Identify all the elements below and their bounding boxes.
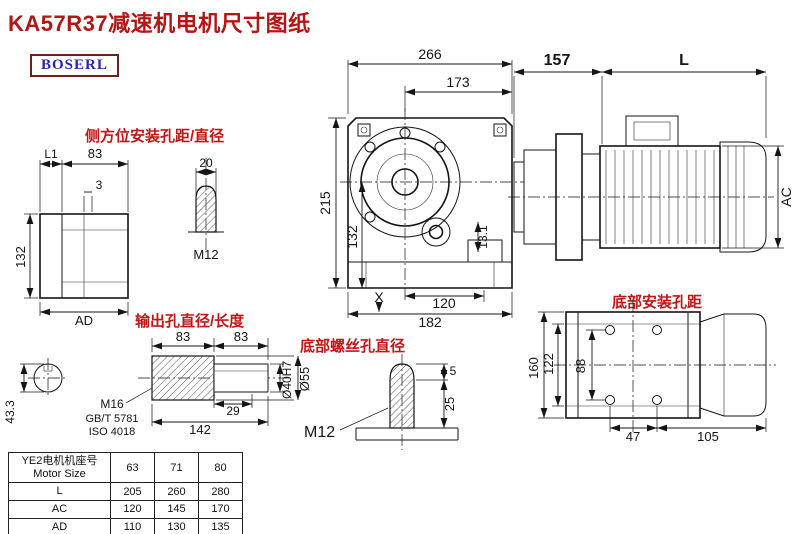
- dim-dia40h7: Ø40H7: [280, 361, 294, 399]
- dim-20: 20: [199, 156, 213, 170]
- dim-266: 266: [418, 46, 442, 62]
- page-title: KA57R37减速机电机尺寸图纸: [8, 11, 311, 36]
- table-row-L: L 205 260 280: [8, 482, 243, 501]
- dim-132-side: 132: [13, 246, 28, 268]
- dim-142: 142: [189, 422, 211, 437]
- label-gbt-5781: GB/T 5781: [86, 413, 139, 425]
- cell-L-63: 205: [110, 482, 155, 501]
- dim-160: 160: [526, 357, 541, 379]
- dim-157: 157: [544, 52, 571, 69]
- bottom-screw-label: 底部螺丝孔直径: [300, 337, 405, 355]
- label-m12-bottom: M12: [304, 424, 335, 441]
- row-label-L: L: [8, 482, 111, 501]
- row-label-AD: AD: [8, 517, 111, 534]
- dim-182: 182: [418, 314, 442, 330]
- cell-AD-63: 110: [110, 517, 155, 534]
- row-label-AC: AC: [8, 499, 111, 519]
- dim-5: 5: [450, 364, 457, 378]
- dim-AD: AD: [75, 313, 93, 328]
- table-header-cell: YE2电机机座号 Motor Size: [8, 451, 111, 484]
- dim-120: 120: [432, 295, 456, 311]
- table-size-col-2: 71: [154, 451, 199, 484]
- dim-132-front: 132: [344, 225, 360, 249]
- side-view-drawing: 侧方位安装孔距/直径 L1 83 3 132: [13, 127, 224, 328]
- table-header-cn: YE2电机机座号: [21, 455, 98, 467]
- table-size-col-1: 63: [110, 451, 155, 484]
- dim-173: 173: [446, 74, 470, 90]
- bottom-mount-label: 底部安装孔距: [612, 293, 702, 311]
- dim-43-3: 43.3: [3, 400, 17, 424]
- table-row-AC: AC 120 145 170: [8, 499, 243, 519]
- dim-25: 25: [442, 397, 457, 411]
- label-iso-4018: ISO 4018: [89, 426, 135, 438]
- dim-13-1: 13.1: [476, 225, 490, 249]
- table-header-en: Motor Size: [33, 467, 86, 480]
- cell-AC-71: 145: [154, 499, 199, 519]
- front-view-drawing: 266 173 215 132 120 182 13.1 X: [317, 46, 524, 330]
- label-m16: M16: [100, 397, 124, 411]
- label-m12-side: M12: [193, 247, 218, 262]
- dim-83-side: 83: [88, 146, 102, 161]
- table-row-AD: AD 110 130 135: [8, 517, 243, 534]
- bottom-screw-drawing: 底部螺丝孔直径 5 25 M12: [300, 337, 459, 450]
- output-shaft-drawing: 输出孔直径/长度 83 83 M16 GB/T 5781 ISO 4018: [3, 312, 312, 438]
- brand-logo: BOSERL: [30, 54, 119, 77]
- output-hole-label: 输出孔直径/长度: [135, 312, 245, 330]
- dim-L1: L1: [44, 147, 58, 161]
- motor-view-drawing: 157 L AC: [508, 52, 794, 261]
- motor-size-table: YE2电机机座号 Motor Size 63 71 80 L 205 260 2…: [8, 451, 243, 534]
- cell-L-71: 260: [154, 482, 199, 501]
- cell-AD-71: 130: [154, 517, 199, 534]
- dim-47: 47: [626, 429, 640, 444]
- cell-L-80: 280: [198, 482, 243, 501]
- cell-AC-63: 120: [110, 499, 155, 519]
- dim-83a: 83: [176, 329, 190, 344]
- table-header-row: YE2电机机座号 Motor Size 63 71 80: [8, 451, 243, 484]
- dim-L: L: [679, 52, 689, 69]
- dim-122: 122: [541, 353, 556, 375]
- table-size-col-3: 80: [198, 451, 243, 484]
- side-mount-label: 侧方位安装孔距/直径: [85, 127, 224, 145]
- dim-AC: AC: [778, 187, 794, 206]
- cell-AD-80: 135: [198, 517, 243, 534]
- cell-AC-80: 170: [198, 499, 243, 519]
- dim-dia55: Ø55: [297, 367, 312, 392]
- dim-3: 3: [96, 178, 103, 192]
- dim-83b: 83: [234, 329, 248, 344]
- dim-105: 105: [697, 429, 719, 444]
- dim-215: 215: [317, 191, 333, 215]
- bottom-mount-drawing: 底部安装孔距 160 122 88: [526, 293, 776, 444]
- dim-29: 29: [226, 404, 240, 418]
- label-x: X: [374, 289, 384, 305]
- dim-88: 88: [573, 359, 588, 373]
